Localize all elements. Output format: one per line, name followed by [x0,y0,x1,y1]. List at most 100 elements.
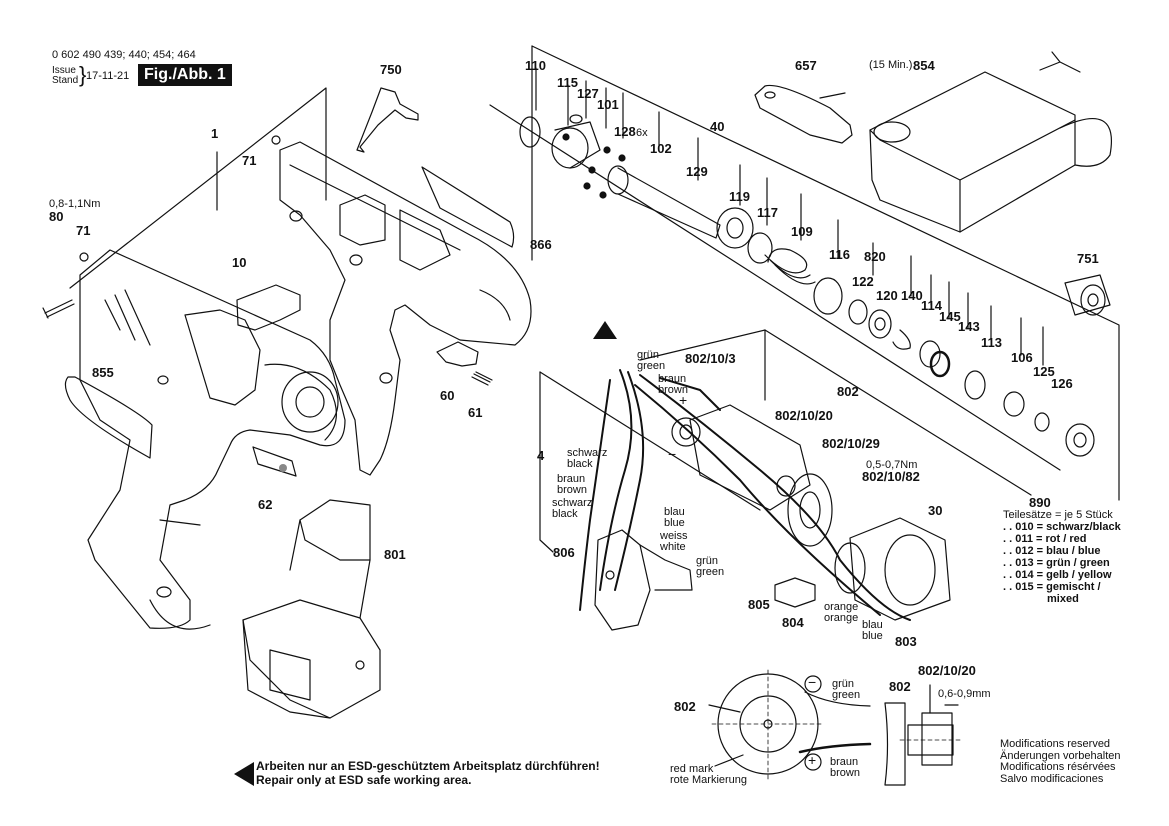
part-label-143: 143 [958,319,980,334]
nut [79,252,89,262]
brace-glyph: } [79,62,87,87]
nut [271,135,281,145]
part-label-806: 806 [553,545,575,560]
hex-key [754,84,853,144]
part-label-129: 129 [686,164,708,179]
button-cap [436,341,479,367]
part-label-802-10-82: 802/10/82 [862,469,920,484]
wire-label-white: white [660,541,686,553]
wire-label-brown-2: brown [557,484,587,496]
plus-terminal-icon: + [808,752,817,768]
parts-kit-legend: Teilesätze = je 5 Stück . . 010 = schwar… [1003,509,1121,605]
wire-harness [579,369,911,621]
detail2-label-802: 802 [889,679,911,694]
wire-label-black-1: black [567,458,593,470]
part-label-60: 60 [440,388,455,403]
part-label-854: 854 [913,58,935,73]
part-label-102: 102 [650,141,672,156]
modifications-notice: Modifications reserved Änderungen vorbeh… [1000,738,1120,785]
charger [869,51,1112,233]
part-label-106: 106 [1011,350,1033,365]
part-label-657: 657 [795,58,817,73]
part-label-145: 145 [939,309,961,324]
wire-label-green-mid: green [696,566,725,578]
wire-label-orange-en: orange [824,612,859,624]
torque-802-10-82: 0,5-0,7Nm [866,459,918,471]
detail-brush-plate [708,669,872,781]
legend-row: . . 015 = gemischt / [1003,581,1101,593]
detail-label-rote-markierung: rote Markierung [670,774,748,786]
connector [774,577,816,608]
part-label-804: 804 [782,615,804,630]
wire-label-blue: blue [664,517,685,529]
part-label-62: 62 [258,497,273,512]
legend-row: . . 014 = gelb / yellow [1003,569,1112,581]
part-label-115: 115 [557,75,578,90]
part-label-802-10-20: 802/10/20 [775,408,833,423]
part-label-117: 117 [757,205,778,220]
wiring-group-bracket [539,329,1032,553]
part-label-866: 866 [530,237,552,252]
minus-terminal-icon: − [668,446,677,462]
legend-row: . . 010 = schwarz/black [1003,521,1121,533]
issue-label: Issue [52,65,76,76]
gearbox [834,517,951,621]
part-label-127: 127 [577,86,599,101]
wire-label-weiss: weiss [660,530,688,542]
wire-label-schwarz-1: schwarz [567,447,608,459]
spring [471,371,493,386]
part-label-802-10-29: 802/10/29 [822,436,880,451]
wire-label-blau: blau [664,506,685,518]
part-label-71b: 71 [76,223,91,238]
figure-label: Fig./Abb. 1 [138,64,232,86]
part-label-119: 119 [729,189,750,204]
stand-label: Stand [52,75,79,86]
part-label-803: 803 [895,634,917,649]
detail2-label-802-10-20: 802/10/20 [918,663,976,678]
mods-line: Modifications reserved [1000,738,1111,750]
housing-right-half [279,141,532,476]
part-label-750: 750 [380,62,402,77]
part-label-125: 125 [1033,364,1055,379]
label-plate [421,166,515,248]
part-label-61: 61 [468,405,483,420]
part-label-40: 40 [710,119,725,134]
wire-label-black-2: black [552,508,578,520]
mods-line: Modifications résérvées [1000,761,1116,773]
detail-label-802: 802 [674,699,696,714]
nameplate [64,376,153,459]
part-label-116: 116 [829,247,850,262]
part-label-10: 10 [232,255,247,270]
wire-label-blue-2: blue [862,630,883,642]
part-label-1: 1 [211,126,219,141]
esd-arrow-icon [234,762,254,786]
part-label-4: 4 [537,448,545,463]
gear-assembly-bracket [489,45,1120,501]
wire-label-gruen: grün [637,349,660,361]
housing-left-half [79,249,346,630]
shaft-parts [519,114,1095,457]
trigger-switch [594,529,693,631]
esd-notice: Arbeiten nur an ESD-geschütztem Arbeitsp… [256,759,600,787]
minus-terminal-icon: − [808,674,817,690]
part-label-802: 802 [837,384,859,399]
motor-end-cap [787,473,833,547]
part-label-120: 120 [876,288,898,303]
battery-cover [252,446,297,477]
part-label-801: 801 [384,547,406,562]
legend-title: Teilesätze = je 5 Stück [1003,509,1113,521]
part-label-820: 820 [864,249,886,264]
part-label-71: 71 [242,153,257,168]
detail-label-braun: braun [830,756,859,768]
part-label-128: 128 [614,124,636,139]
legend-row: . . 012 = blau / blue [1003,545,1101,557]
legend-row: mixed [1047,593,1079,605]
part-label-126: 126 [1051,376,1073,391]
legend-row: . . 011 = rot / red [1003,533,1087,545]
esd-notice-en: Repair only at ESD safe working area. [256,773,472,787]
esd-warning-triangle-icon [593,321,617,339]
part-label-805: 805 [748,597,770,612]
wire-label-green: green [637,360,666,372]
torque-80: 0,8-1,1Nm [49,198,101,210]
